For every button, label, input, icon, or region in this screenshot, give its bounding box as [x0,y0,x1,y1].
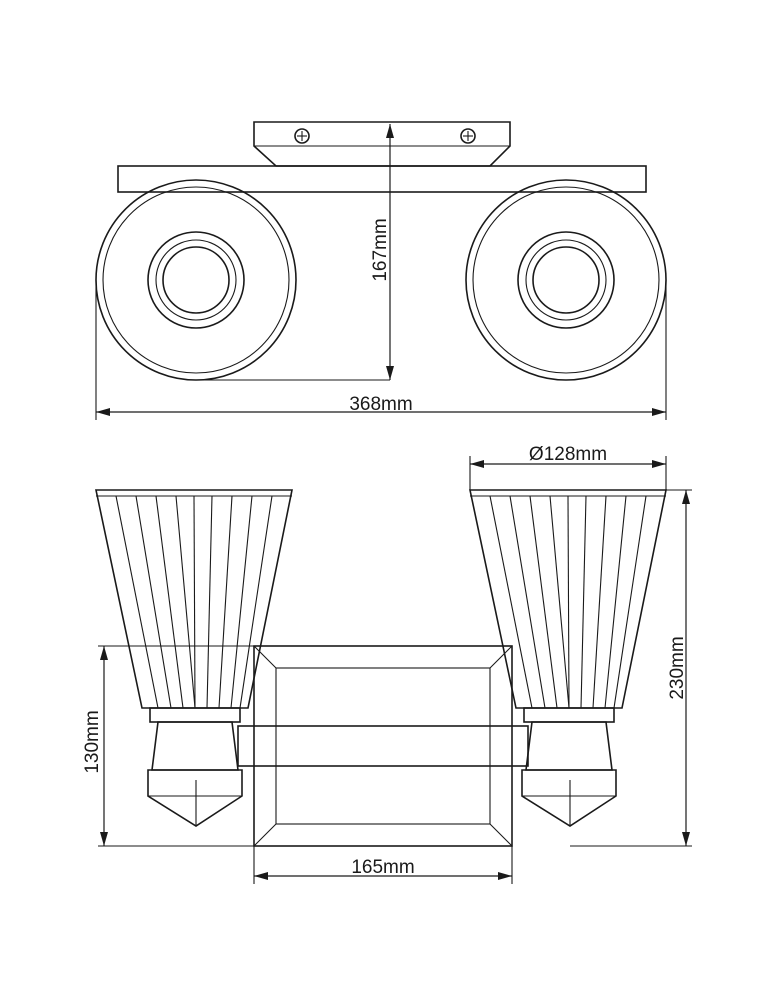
backplate [253,645,513,847]
cross-bar [117,165,647,193]
shade-diameter-dimension: Ø128mm [469,444,667,490]
backplate-width-label: 165mm [351,857,414,878]
side-height-dimension: 230mm [570,489,692,847]
backplate-height-dimension: 130mm [82,645,254,847]
top-width-label: 368mm [349,394,412,415]
left-shade-side [95,489,293,827]
screw-icon [294,128,310,144]
arm-bar [237,725,529,767]
screw-icon [460,128,476,144]
left-shade-top [95,179,297,381]
top-view: 167mm 368mm [95,121,667,420]
backplate-width-dimension: 165mm [253,846,513,884]
backplate-height-label: 130mm [82,710,103,773]
top-width-dimension: 368mm [95,280,667,420]
top-height-label: 167mm [370,218,391,281]
shade-diameter-label: Ø128mm [529,444,607,465]
side-height-label: 230mm [667,636,688,699]
right-shade-top [465,179,667,381]
front-view: Ø128mm 230mm 130mm 165mm [82,444,692,884]
right-shade-side [469,489,667,827]
mounting-plate [253,121,511,167]
top-height-dimension: 167mm [196,124,394,381]
